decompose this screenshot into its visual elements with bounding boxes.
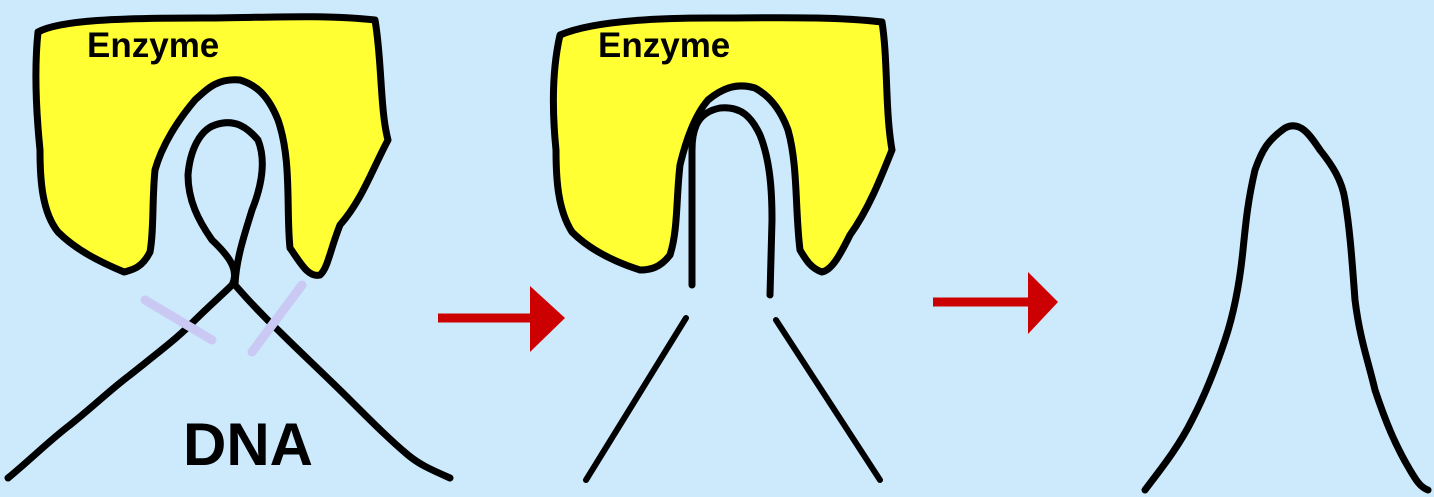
dna-hairpin xyxy=(692,108,772,295)
dna-cut-end-right xyxy=(776,320,880,480)
panel-1: Enzyme DNA xyxy=(8,17,450,478)
enzyme-label-1: Enzyme xyxy=(87,26,219,65)
dna-relaxed-loop xyxy=(1145,126,1428,490)
dna-cut-end-left xyxy=(586,318,686,480)
enzyme-label-2: Enzyme xyxy=(598,26,730,65)
arrow-1 xyxy=(438,286,565,352)
panel-3 xyxy=(1145,126,1428,490)
dna-label: DNA xyxy=(183,411,313,478)
arrow-2 xyxy=(933,272,1058,334)
panel-2: Enzyme xyxy=(553,18,892,480)
